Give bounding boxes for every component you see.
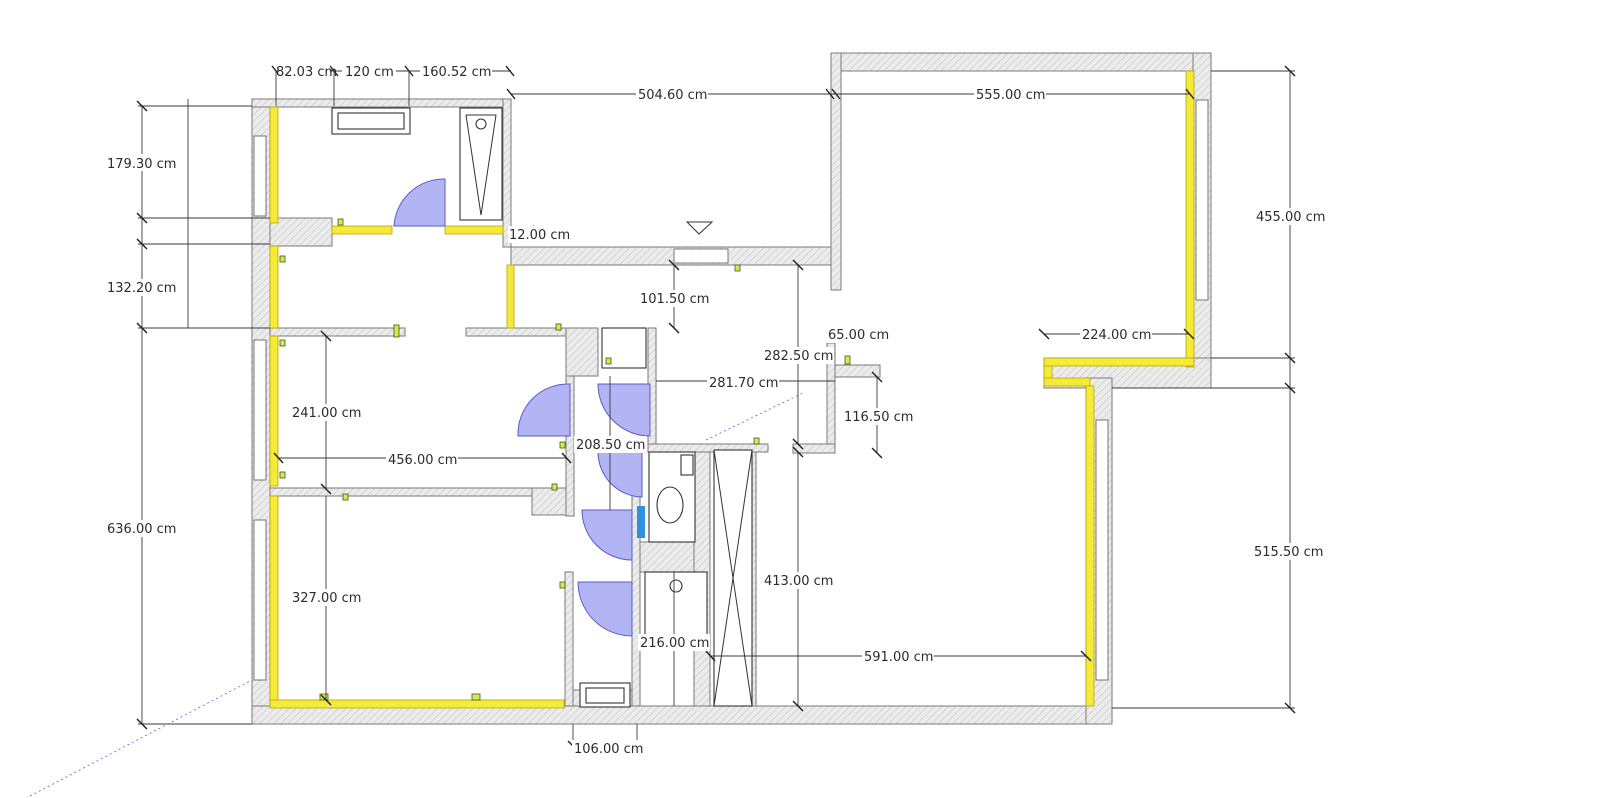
insulation-hall <box>506 264 515 329</box>
shaft-cross-b-icon <box>713 449 753 707</box>
dim-room-width-a: 456.00 cm <box>388 453 457 468</box>
dim-left-b: 132.20 cm <box>107 281 176 296</box>
dim-room-height-a: 241.00 cm <box>292 406 361 421</box>
door-wc-icon <box>597 451 643 498</box>
insulation-bottom <box>269 699 565 709</box>
wall-bottom <box>251 705 1113 725</box>
insulation-left-2 <box>269 245 279 329</box>
guide-line <box>705 391 806 441</box>
socket-icon <box>342 493 349 501</box>
sink-inner-icon <box>585 687 625 704</box>
shower-cross-icon <box>465 114 497 216</box>
insulation-left-1 <box>269 106 279 224</box>
wall-niche-2 <box>834 364 881 378</box>
socket-icon <box>551 483 558 491</box>
dim-top-a: 82.03 cm <box>276 65 337 80</box>
dim-kitchen: 413.00 cm <box>764 574 833 589</box>
dim-bottom: 106.00 cm <box>574 742 643 757</box>
wall-bed-divider-2b <box>531 487 568 516</box>
window-left-1 <box>253 135 267 217</box>
entrance-marker-icon <box>685 221 714 235</box>
door-bedroom-2-icon <box>517 383 571 437</box>
door-bathroom-icon <box>393 178 446 227</box>
wall-core-1 <box>565 327 599 377</box>
window-accent <box>637 506 645 538</box>
insulation-balcony <box>1043 357 1195 367</box>
dim-living-w: 591.00 cm <box>864 650 933 665</box>
dim-left-a: 179.30 cm <box>107 157 176 172</box>
fixtures <box>331 107 753 708</box>
door-bedroom-3-icon <box>581 509 633 561</box>
wall-top-left <box>251 98 512 108</box>
insulation <box>269 70 1195 709</box>
socket-icon <box>337 218 344 226</box>
dim-room-height-b: 327.00 cm <box>292 591 361 606</box>
socket-icon <box>559 441 566 449</box>
door-bath-2-icon <box>577 581 633 637</box>
dim-left-c: 636.00 cm <box>107 522 176 537</box>
wall-bath-right <box>502 98 512 248</box>
dim-hall-b: 281.70 cm <box>709 376 778 391</box>
window-top <box>673 248 729 264</box>
wall-living-top <box>830 52 1212 72</box>
sockets <box>279 218 851 701</box>
dim-wall-small: 12.00 cm <box>509 228 570 243</box>
toilet-icon <box>656 486 684 524</box>
dim-hall-a: 208.50 cm <box>576 438 645 453</box>
wall-bed1-split <box>269 217 333 247</box>
window-right-2 <box>1095 419 1109 681</box>
dim-top-b: 120 cm <box>345 65 394 80</box>
socket-icon <box>734 264 741 272</box>
dim-niche-w: 65.00 cm <box>828 328 889 343</box>
socket-icon <box>844 355 851 365</box>
wall-niche-3 <box>792 443 836 454</box>
dimension-labels: 82.03 cm 120 cm 160.52 cm 504.60 cm 555.… <box>106 62 1326 757</box>
socket-icon <box>555 323 562 331</box>
dim-right-b: 515.50 cm <box>1254 545 1323 560</box>
dim-bath-h: 216.00 cm <box>640 636 709 651</box>
bathtub-inner-icon <box>337 112 405 130</box>
wall-core-8 <box>639 541 695 573</box>
insulation-right-2 <box>1085 385 1095 707</box>
wall-bed-divider-1 <box>269 327 406 337</box>
guide-line <box>29 679 253 797</box>
dim-top-c: 160.52 cm <box>422 65 491 80</box>
drain-icon <box>475 118 487 130</box>
door-closet-icon <box>597 383 651 437</box>
wall-bed-divider-1b <box>465 327 567 337</box>
dim-right-a: 455.00 cm <box>1256 210 1325 225</box>
dim-balcony: 224.00 cm <box>1082 328 1151 343</box>
socket-icon <box>319 693 329 701</box>
wall-bed-divider-2 <box>269 487 533 497</box>
socket-icon <box>279 471 286 479</box>
doors <box>393 178 651 637</box>
dim-opening: 101.50 cm <box>640 292 709 307</box>
dim-top-d: 504.60 cm <box>638 88 707 103</box>
socket-icon <box>753 437 760 445</box>
washbasin-icon <box>680 454 694 476</box>
insulation-balcony-3 <box>1043 377 1091 387</box>
dim-niche-h: 116.50 cm <box>844 410 913 425</box>
wall-living-left <box>830 52 842 291</box>
windows <box>253 99 1209 681</box>
insulation-left-3 <box>269 335 279 487</box>
socket-icon <box>393 324 400 338</box>
socket-icon <box>279 255 286 263</box>
insulation-right-1 <box>1185 70 1195 368</box>
dim-hall-c: 282.50 cm <box>764 349 833 364</box>
insulation-bath <box>331 225 393 235</box>
socket-icon <box>605 357 612 365</box>
window-left-2 <box>253 339 267 481</box>
dim-top-e: 555.00 cm <box>976 88 1045 103</box>
window-right-1 <box>1195 99 1209 301</box>
socket-icon <box>471 693 481 701</box>
insulation-left-4 <box>269 495 279 705</box>
wall-core-9 <box>564 571 574 707</box>
socket-icon <box>559 581 566 589</box>
window-left-3 <box>253 519 267 681</box>
insulation-bath-2 <box>444 225 504 235</box>
shower-drain-icon <box>669 579 683 593</box>
socket-icon <box>279 339 286 347</box>
